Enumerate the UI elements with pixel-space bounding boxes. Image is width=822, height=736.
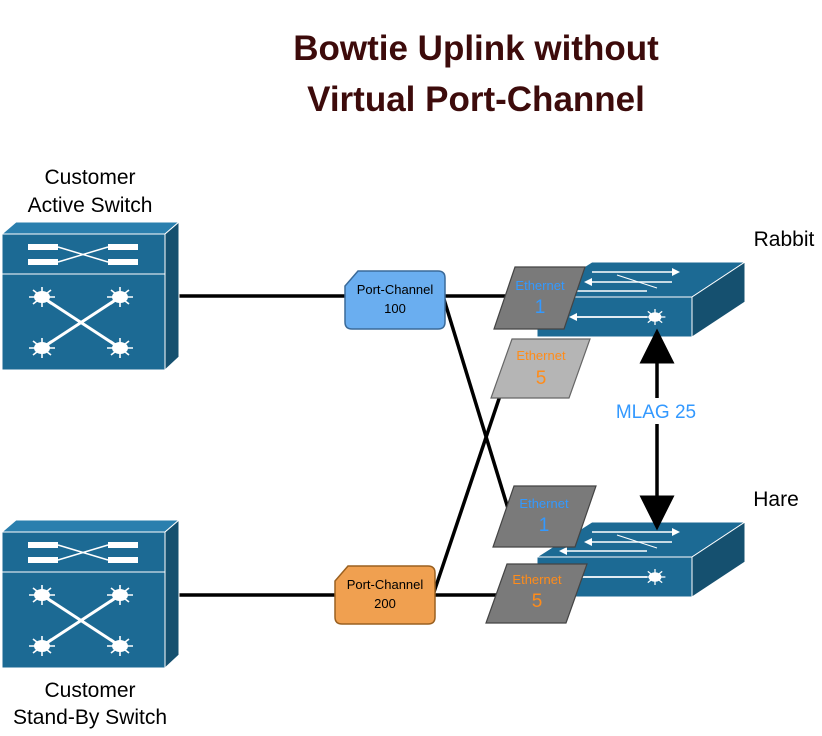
hare-ethernet-1-shape xyxy=(492,485,597,548)
rabbit-ethernet-5-number: 5 xyxy=(536,368,547,389)
rabbit-ethernet-5-shape xyxy=(490,338,591,399)
rabbit-ethernet-5-label: Ethernet xyxy=(516,348,566,363)
port-channel-200-number: 200 xyxy=(374,596,396,611)
hare-ethernet-5-number: 5 xyxy=(532,591,543,612)
link-pc100-to-hare-eth1 xyxy=(441,295,512,516)
port-channel-200-shape xyxy=(334,565,436,625)
rabbit-ethernet-5: Ethernet 5 xyxy=(490,338,591,399)
port-channel-100-label: Port-Channel xyxy=(357,282,434,297)
rabbit-label: Rabbit xyxy=(754,228,815,251)
hare-ethernet-1-label: Ethernet xyxy=(519,496,569,511)
rabbit-ethernet-1-number: 1 xyxy=(535,297,546,318)
port-channel-200: Port-Channel 200 xyxy=(334,565,436,625)
rabbit-ethernet-1: Ethernet 1 xyxy=(493,266,586,330)
customer-active-label-line-1: Customer xyxy=(44,166,135,189)
hare-label: Hare xyxy=(753,488,799,511)
hare-ethernet-5-shape xyxy=(485,563,588,624)
port-channel-200-label: Port-Channel xyxy=(347,577,424,592)
link-pc200-to-rabbit-eth5 xyxy=(431,371,510,596)
customer-standby-label-line-2: Stand-By Switch xyxy=(13,706,167,729)
customer-active-label-line-2: Active Switch xyxy=(28,194,153,217)
port-channel-100-shape xyxy=(344,270,446,330)
diagram-title-line-1: Bowtie Uplink without xyxy=(293,29,659,68)
rabbit-ethernet-1-shape xyxy=(493,266,586,330)
customer-active-switch-icon xyxy=(2,222,179,370)
hare-ethernet-1-number: 1 xyxy=(539,515,550,536)
customer-standby-label-line-1: Customer xyxy=(44,679,135,702)
mlag-label: MLAG 25 xyxy=(616,402,696,423)
rabbit-ethernet-1-label: Ethernet xyxy=(515,278,565,293)
mlag-label-bg xyxy=(608,398,706,424)
diagram-title-line-2: Virtual Port-Channel xyxy=(307,80,645,119)
port-channel-100-number: 100 xyxy=(384,301,406,316)
hare-ethernet-5-label: Ethernet xyxy=(512,572,562,587)
hare-ethernet-1: Ethernet 1 xyxy=(492,485,597,548)
customer-standby-switch-icon xyxy=(2,520,179,668)
links xyxy=(178,294,512,597)
hare-ethernet-5: Ethernet 5 xyxy=(485,563,588,624)
port-channel-100: Port-Channel 100 xyxy=(344,270,446,330)
